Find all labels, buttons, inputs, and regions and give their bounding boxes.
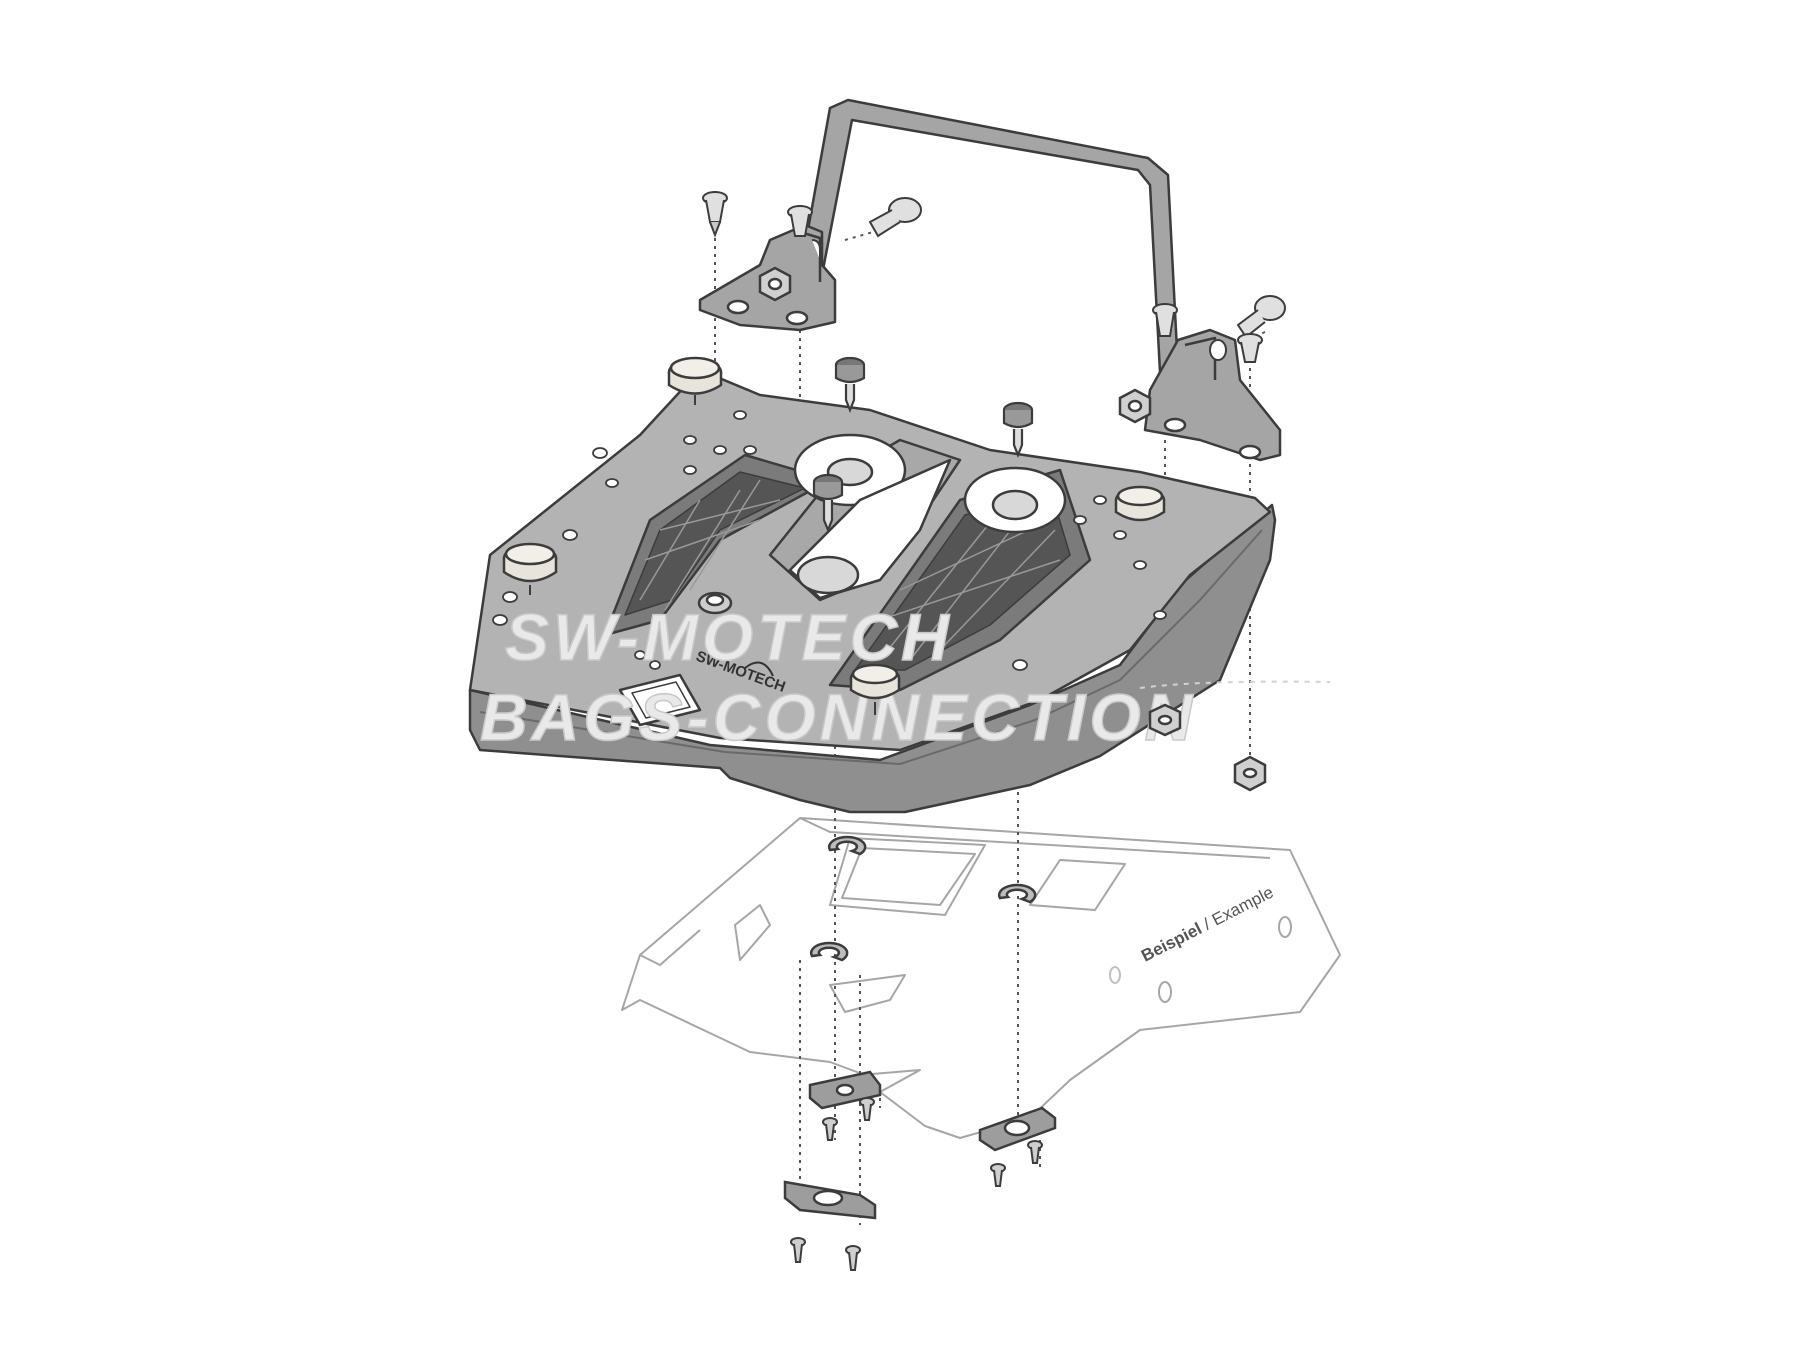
nut-icon (1233, 755, 1267, 792)
knob-icon (1114, 485, 1166, 522)
nut-icon (1148, 703, 1182, 737)
luggage-rack-outline (621, 817, 1341, 1139)
adapter-base-plate (468, 368, 1277, 814)
clamp-plate-icon (978, 1106, 1057, 1152)
knob-icon (502, 542, 558, 595)
nut-icon (1118, 388, 1152, 424)
clip-icon (827, 835, 867, 856)
bolt-icon (1152, 303, 1178, 337)
bolt-icon (702, 191, 728, 238)
clip-icon (809, 941, 849, 962)
clip-icon (997, 883, 1037, 904)
nut-icon (758, 266, 792, 302)
clamp-plate-icon (808, 1070, 882, 1110)
watermark: SW-MOTECH BAGS-CONNECTION (479, 599, 1331, 755)
bolt-icon (1237, 333, 1263, 363)
screw-icon (859, 1097, 875, 1121)
screw-icon (1027, 1140, 1043, 1164)
screw-icon (790, 1237, 806, 1263)
bolt-icon (868, 197, 922, 238)
locking-pin-icon (834, 356, 866, 413)
bolt-icon (1236, 295, 1286, 339)
knob-icon (849, 663, 901, 715)
watermark-line2: BAGS-CONNECTION (480, 680, 1196, 754)
knob-icon (667, 356, 723, 405)
bolt-icon (787, 205, 813, 237)
watermark-line1: SW-MOTECH (505, 600, 953, 674)
clamp-plate-icon (783, 1180, 877, 1220)
locking-pin-icon (812, 473, 844, 533)
locking-pin-icon (1002, 401, 1034, 458)
screw-icon (822, 1117, 838, 1141)
screw-icon (990, 1163, 1006, 1187)
screw-icon (845, 1245, 861, 1271)
